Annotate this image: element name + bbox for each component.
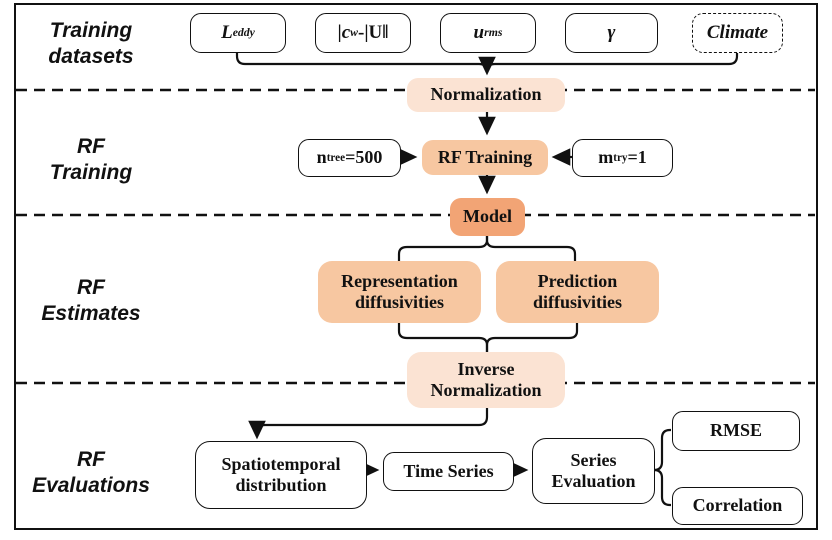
- rf-training-box: RF Training: [422, 140, 548, 175]
- section-label-rf-evaluations: RF Evaluations: [32, 448, 150, 497]
- series-evaluation-box: Series Evaluation: [532, 438, 655, 504]
- inverse-normalization-box: Inverse Normalization: [407, 352, 565, 408]
- merge-right: [485, 323, 579, 352]
- funnel-left: [235, 51, 489, 72]
- representation-diffusivities-box: Representation diffusivities: [318, 261, 481, 323]
- rmse-box: RMSE: [672, 411, 800, 451]
- normalization-box: Normalization: [407, 78, 565, 112]
- dataset-box-gamma: γ: [565, 13, 658, 53]
- correlation-box: Correlation: [672, 487, 803, 525]
- split-right: [485, 236, 577, 261]
- section-label-rf-estimates: RF Estimates: [41, 276, 141, 325]
- prediction-diffusivities-box: Prediction diffusivities: [496, 261, 659, 323]
- bracket-bottom: [653, 468, 671, 507]
- section-label-training-datasets: Training datasets: [48, 19, 134, 68]
- time-series-box: Time Series: [383, 452, 514, 491]
- dataset-box-climate: Climate: [692, 13, 783, 53]
- funnel-right: [485, 51, 739, 72]
- arrow-invnorm-to-spatio: [248, 408, 489, 440]
- section-label-rf-training: RF Training: [49, 135, 133, 184]
- outer-frame: [14, 3, 818, 530]
- model-box: Model: [450, 198, 525, 236]
- spatiotemporal-distribution-box: Spatiotemporal distribution: [195, 441, 367, 509]
- merge-left: [397, 323, 489, 352]
- connectors: [235, 51, 739, 507]
- bracket-top: [653, 428, 671, 472]
- split-left: [397, 236, 489, 261]
